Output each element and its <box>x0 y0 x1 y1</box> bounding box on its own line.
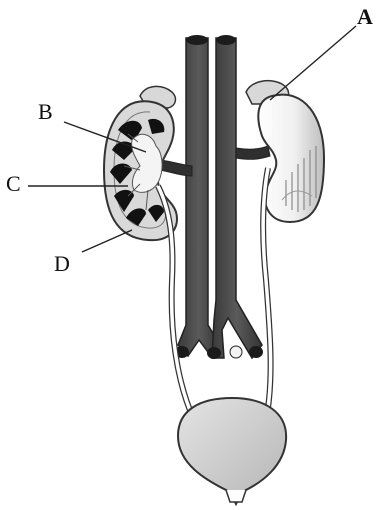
right-kidney-outline <box>258 95 324 222</box>
label-b: B <box>38 101 53 123</box>
label-d: D <box>54 253 70 275</box>
label-c: C <box>6 173 21 195</box>
leader-line-d <box>82 230 132 252</box>
great-vessels <box>175 35 263 359</box>
label-a: A <box>357 6 373 28</box>
vena-cava <box>178 38 220 356</box>
renal-vessels <box>160 146 270 176</box>
leader-line-a <box>270 26 356 100</box>
urinary-bladder <box>178 398 286 504</box>
ureters <box>158 168 271 420</box>
